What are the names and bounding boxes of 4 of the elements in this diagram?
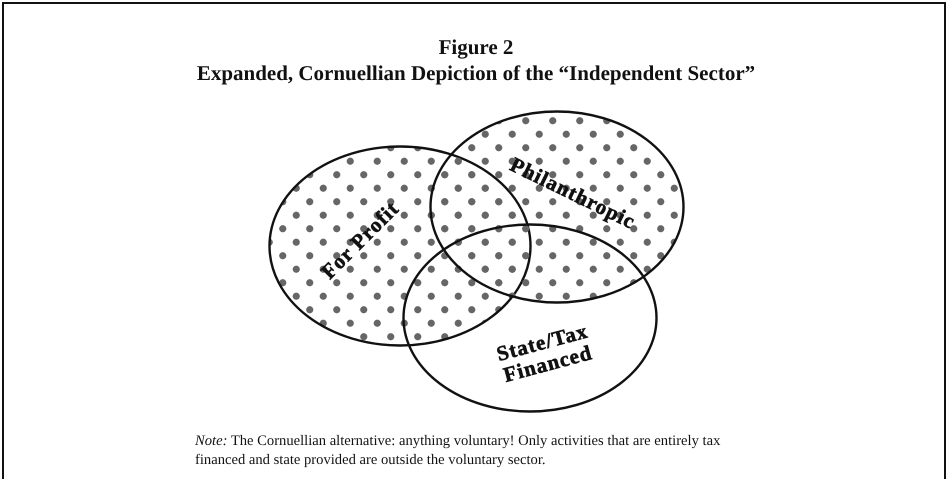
note-text: Note: The Cornuellian alternative: anything voluntary! Only activities that are entirely tax financed and state provided are outside the voluntary sector. bbox=[195, 432, 722, 470]
venn-ellipse bbox=[429, 110, 685, 304]
figure-heading: Expanded, Cornuellian Depiction of the “Independent Sector” bbox=[196, 61, 756, 86]
figure-title: Figure 2 bbox=[438, 35, 514, 60]
